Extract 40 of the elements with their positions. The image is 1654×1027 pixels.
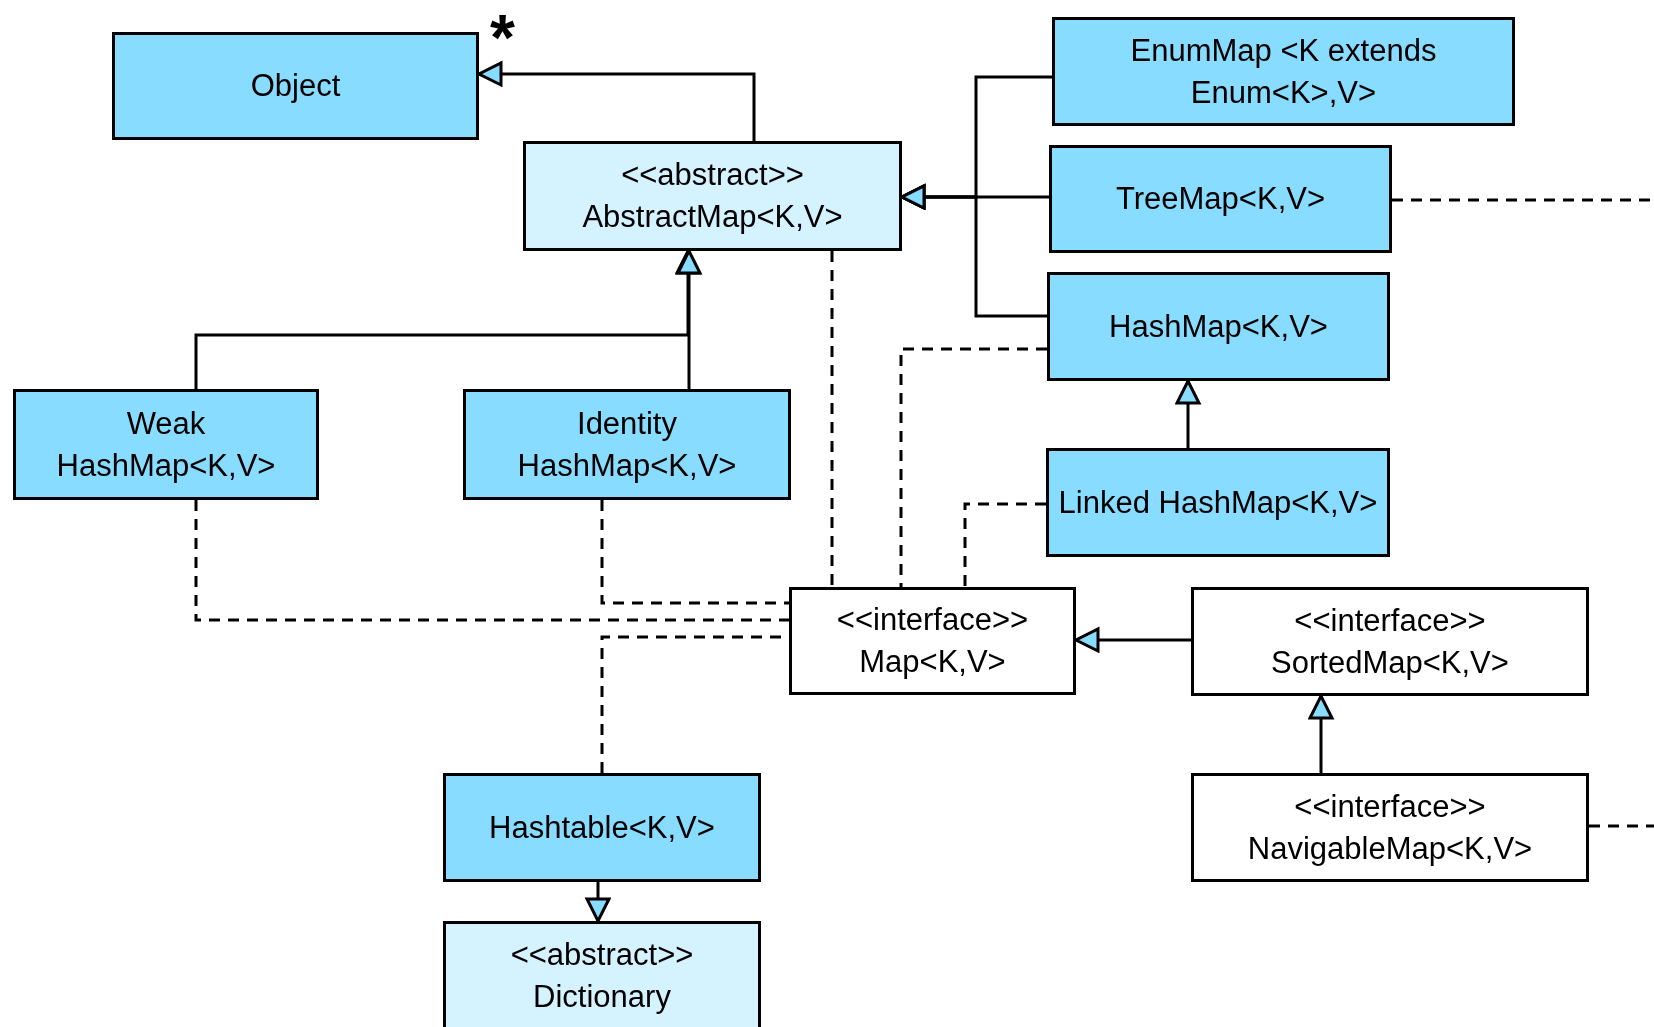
class-name: EnumMap <K extends Enum<K>,V> xyxy=(1129,31,1438,112)
class-name: Hashtable<K,V> xyxy=(489,808,715,847)
inheritance-arrow xyxy=(676,249,702,389)
class-box xyxy=(112,32,479,140)
class-box xyxy=(443,773,761,882)
interface-box xyxy=(1191,587,1589,696)
class-box xyxy=(1049,145,1392,253)
inheritance-arrow xyxy=(1074,627,1191,653)
dashed-connector xyxy=(600,500,789,605)
class-box xyxy=(13,389,319,500)
inheritance-arrow xyxy=(1308,694,1334,773)
class-name: TreeMap<K,V> xyxy=(1115,180,1326,219)
inheritance-arrow xyxy=(1175,379,1201,448)
class-box xyxy=(1052,17,1515,126)
class-name: Weak HashMap<K,V> xyxy=(55,404,277,485)
abstract-class-box xyxy=(443,921,761,1027)
interface-box xyxy=(1191,773,1589,882)
class-name: <<interface>> NavigableMap<K,V> xyxy=(1246,787,1534,868)
inheritance-arrow xyxy=(477,61,756,141)
class-name: Object xyxy=(250,67,341,106)
class-name: <<interface>> SortedMap<K,V> xyxy=(1270,601,1510,682)
class-name: <<abstract>> Dictionary xyxy=(509,936,695,1016)
class-name: HashMap<K,V> xyxy=(1109,307,1328,346)
abstract-class-box xyxy=(523,141,902,251)
class-box xyxy=(1047,272,1390,381)
class-box xyxy=(1046,448,1390,557)
inheritance-arrow xyxy=(900,184,1047,318)
class-box xyxy=(463,389,791,500)
interface-box xyxy=(789,587,1076,695)
class-name: Identity HashMap<K,V> xyxy=(516,404,738,485)
class-name: Linked HashMap<K,V> xyxy=(1058,483,1378,522)
dashed-connector xyxy=(963,502,1046,587)
dashed-connector xyxy=(194,500,789,622)
dashed-connector xyxy=(1589,824,1654,828)
dashed-connector xyxy=(899,347,1047,587)
inheritance-arrow xyxy=(585,882,611,923)
asterisk-note: * xyxy=(490,6,515,70)
class-name: <<interface>> Map<K,V> xyxy=(835,601,1030,681)
dashed-connector xyxy=(830,251,834,587)
class-name: <<abstract>> AbstractMap<K,V> xyxy=(581,156,844,236)
